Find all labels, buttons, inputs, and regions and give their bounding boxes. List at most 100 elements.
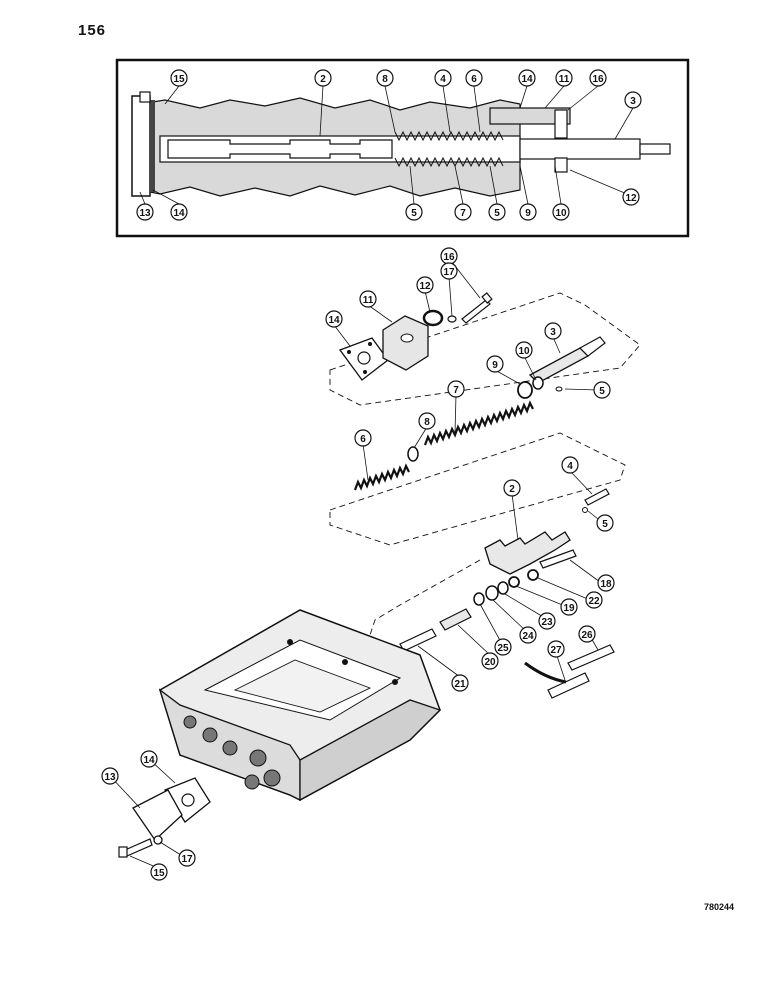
- svg-text:2: 2: [509, 484, 515, 495]
- pin-4: [584, 488, 610, 506]
- cap-section: [489, 107, 571, 125]
- callout-e13: 13: [101, 767, 119, 785]
- svg-text:27: 27: [550, 645, 562, 656]
- callout-12: 12: [622, 188, 640, 206]
- svg-text:10: 10: [555, 208, 567, 219]
- svg-text:17: 17: [443, 267, 455, 278]
- svg-text:14: 14: [173, 208, 185, 219]
- housing-link-dash: [329, 559, 481, 641]
- nut-22: [527, 569, 539, 581]
- svg-text:22: 22: [588, 596, 600, 607]
- svg-text:21: 21: [454, 679, 466, 690]
- svg-text:17: 17: [181, 854, 193, 865]
- svg-text:4: 4: [567, 461, 573, 472]
- figure-code: 780244: [704, 902, 735, 912]
- exploded-callouts: 16 17 12 11 14 3 10 9 5 7 8 6 4 2 5 18 2…: [101, 247, 615, 881]
- callout-e17b: 17: [178, 849, 196, 867]
- spool-2: [484, 531, 571, 575]
- section-callouts: 15 2 8 4 6 14 11 16 3 13 14 5 7 5 9 10 1…: [136, 69, 642, 221]
- callout-5b: 5: [488, 203, 506, 221]
- callout-e19: 19: [560, 598, 578, 616]
- callout-15: 15: [170, 69, 188, 87]
- callout-e25: 25: [494, 638, 512, 656]
- callout-e15: 15: [150, 863, 168, 881]
- svg-text:13: 13: [139, 208, 151, 219]
- bolt-16: [461, 299, 491, 324]
- callout-5: 5: [405, 203, 423, 221]
- callout-e10: 10: [515, 341, 533, 359]
- callout-8: 8: [376, 69, 394, 87]
- callout-e24: 24: [519, 626, 537, 644]
- seal-lower-section: [554, 157, 568, 173]
- svg-text:6: 6: [471, 74, 477, 85]
- washer-10: [532, 376, 544, 390]
- plunger-section: [519, 138, 641, 160]
- ball-5: [582, 507, 588, 513]
- svg-text:9: 9: [525, 208, 531, 219]
- callout-10: 10: [552, 203, 570, 221]
- gasket-section: [150, 100, 155, 192]
- callout-e11: 11: [359, 290, 377, 308]
- washer-23: [497, 581, 509, 595]
- svg-text:12: 12: [419, 281, 431, 292]
- bolt-head-section: [139, 91, 151, 103]
- callout-13: 13: [136, 203, 154, 221]
- svg-text:14: 14: [143, 755, 155, 766]
- washer-24: [485, 585, 499, 601]
- pin-5-upper: [555, 386, 563, 392]
- callout-e7: 7: [447, 380, 465, 398]
- svg-text:16: 16: [443, 252, 455, 263]
- svg-text:26: 26: [581, 630, 593, 641]
- roller-26: [567, 644, 615, 671]
- svg-text:5: 5: [599, 386, 605, 397]
- page-number: 156: [78, 22, 107, 39]
- callout-e27: 27: [547, 640, 565, 658]
- callout-16: 16: [589, 69, 607, 87]
- svg-text:23: 23: [541, 617, 553, 628]
- svg-text:8: 8: [424, 417, 430, 428]
- svg-text:3: 3: [630, 96, 636, 107]
- section-leader-lines: [139, 85, 634, 205]
- svg-text:3: 3: [550, 327, 556, 338]
- svg-text:20: 20: [484, 657, 496, 668]
- svg-text:15: 15: [153, 868, 165, 879]
- callout-11: 11: [555, 69, 573, 87]
- middle-group-outline: [329, 432, 626, 546]
- svg-text:13: 13: [104, 772, 116, 783]
- callout-e8: 8: [418, 412, 436, 430]
- callout-e14b: 14: [140, 750, 158, 768]
- callout-e12: 12: [416, 276, 434, 294]
- svg-text:16: 16: [592, 74, 604, 85]
- svg-text:12: 12: [625, 193, 637, 204]
- callout-e22: 22: [585, 591, 603, 609]
- callout-e9: 9: [486, 355, 504, 373]
- callout-e2: 2: [503, 479, 521, 497]
- seal-section: [554, 109, 568, 139]
- svg-text:8: 8: [382, 74, 388, 85]
- callout-e26: 26: [578, 625, 596, 643]
- upper-group-outline: [329, 292, 641, 406]
- spool-20: [439, 608, 472, 631]
- callout-e23: 23: [538, 612, 556, 630]
- svg-text:6: 6: [360, 434, 366, 445]
- end-plate-section: [131, 95, 151, 197]
- section-view: 15 2 8 4 6 14 11 16 3 13 14 5 7 5 9 10 1…: [115, 58, 690, 238]
- svg-text:7: 7: [460, 208, 466, 219]
- end-plate-13: [132, 789, 183, 841]
- callout-14b: 14: [170, 203, 188, 221]
- spring-6: [353, 463, 410, 491]
- plunger-tip-section: [639, 143, 671, 155]
- callout-e17: 17: [440, 262, 458, 280]
- callout-e3: 3: [544, 322, 562, 340]
- cap-block: [382, 315, 429, 371]
- callout-4: 4: [434, 69, 452, 87]
- valve-housing: [158, 609, 442, 802]
- callout-e20: 20: [481, 652, 499, 670]
- svg-text:11: 11: [559, 74, 570, 85]
- svg-text:11: 11: [363, 295, 374, 306]
- svg-text:19: 19: [563, 603, 575, 614]
- washer-9: [517, 381, 533, 399]
- svg-text:5: 5: [602, 519, 608, 530]
- callout-14: 14: [518, 69, 536, 87]
